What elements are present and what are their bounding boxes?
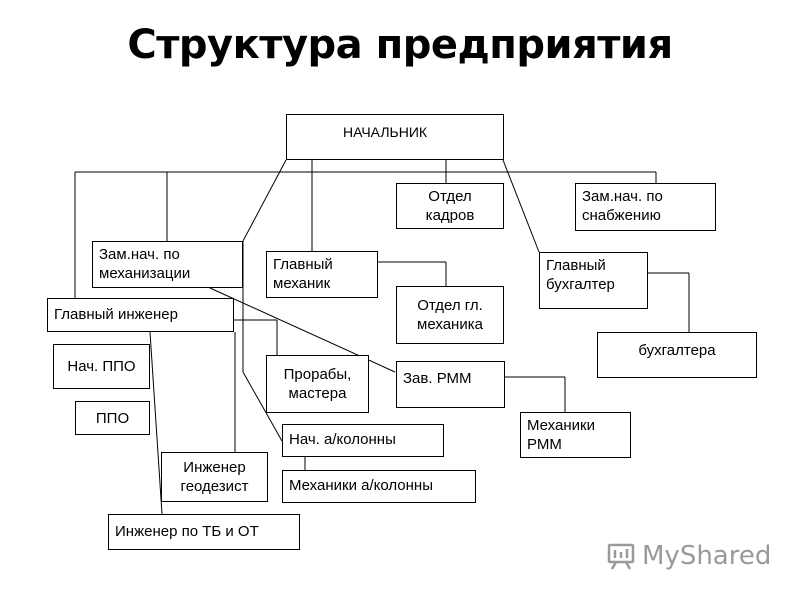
presentation-board-icon (607, 543, 635, 570)
connector-engineer-ppo (149, 331, 163, 515)
node-head: НАЧАЛЬНИК (286, 114, 504, 160)
node-ppo-head: Нач. ППО (53, 344, 150, 389)
watermark: MyShared (606, 538, 776, 574)
connector-head-chief-accountant (502, 159, 540, 253)
node-chief-accountant: Главный бухгалтер (539, 252, 648, 309)
node-mechanization-deputy: Зам.нач. по механизации (92, 241, 243, 288)
node-ppo: ППО (75, 401, 150, 435)
connector-head-left-diagonal (242, 159, 287, 242)
node-geodesist: Инженер геодезист (161, 452, 268, 502)
connector-mechanization-convoy (242, 371, 283, 442)
node-accounting: бухгалтера (597, 332, 757, 378)
node-chief-mechanic: Главный механик (266, 251, 378, 298)
node-chief-engineer: Главный инженер (47, 298, 234, 332)
node-supply-deputy: Зам.нач. по снабжению (575, 183, 716, 231)
node-convoy-head: Нач. а/колонны (282, 424, 444, 457)
node-convoy-mechanics: Механики а/колонны (282, 470, 476, 503)
node-hr-dept: Отдел кадров (396, 183, 504, 229)
node-safety-engineer: Инженер по ТБ и ОТ (108, 514, 300, 550)
node-foremen: Прорабы, мастера (266, 355, 369, 413)
watermark-text: MyShared (642, 541, 772, 571)
node-chief-mechanic-dept: Отдел гл. механика (396, 286, 504, 344)
node-rmm-mechanics: Механики РММ (520, 412, 631, 458)
page-title: Структура предприятия (127, 22, 673, 68)
node-rmm-head: Зав. РММ (396, 361, 505, 408)
